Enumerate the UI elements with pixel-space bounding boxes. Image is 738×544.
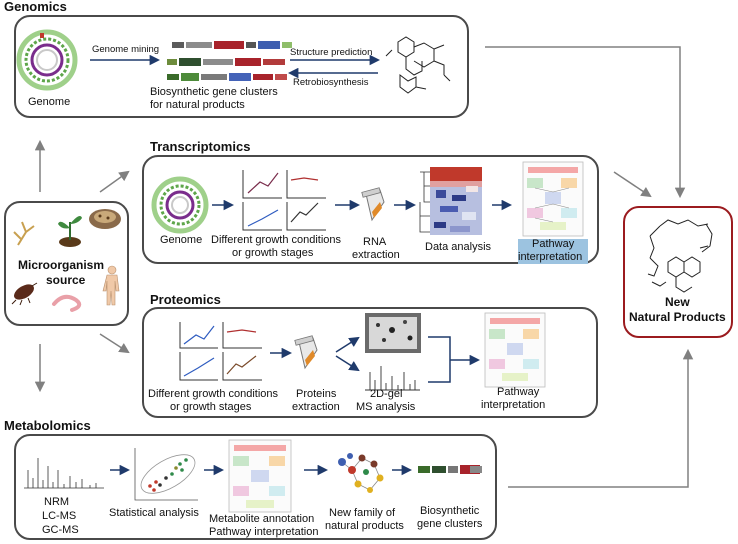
arrow-genomics-to-output	[485, 46, 686, 199]
transcriptomics-growth-line2: or growth stages	[232, 247, 314, 259]
growth-plots-icon	[242, 170, 326, 231]
source-label-line2: source	[46, 273, 86, 287]
gene-clusters-icon	[167, 41, 292, 81]
plant-seedling-icon	[58, 216, 82, 247]
new-family-label-line2: natural products	[325, 520, 404, 532]
proteomics-growth-plots-icon	[179, 322, 262, 381]
transcriptomics-genome-icon	[151, 176, 209, 234]
transcriptomics-pathway-line1: Pathway	[532, 238, 575, 250]
proteomics-growth-line2: or growth stages	[170, 401, 252, 413]
transcriptomics-genome-label: Genome	[160, 234, 203, 246]
structure-prediction-label: Structure prediction	[290, 47, 373, 58]
arrow-source-to-transcriptomics	[99, 170, 130, 193]
proteins-label-line1: Proteins	[296, 388, 337, 400]
insect-icon	[11, 282, 38, 306]
metabolomics-bgc-line2: gene clusters	[417, 518, 483, 530]
transcriptomics-growth-line1: Different growth conditions	[211, 234, 342, 246]
heatmap-icon	[419, 167, 482, 235]
rna-tube-icon	[361, 187, 385, 222]
molecular-network-icon	[338, 453, 384, 493]
annotation-label-line2: Pathway interpretation	[209, 526, 319, 538]
output-box	[623, 206, 733, 338]
source-label-line1: Microorganism	[18, 258, 105, 272]
gel-label-line2: MS analysis	[356, 401, 416, 413]
transcriptomics-title: Transcriptomics	[150, 139, 251, 154]
genome-mining-label: Genome mining	[92, 44, 160, 55]
sponge-icon	[89, 209, 121, 229]
transcriptomics-pathway-line2: interpretation	[518, 251, 583, 263]
proteomics-pathway-line1: Pathway	[497, 386, 540, 398]
pathway-highlight	[518, 239, 588, 264]
metabolomics-bgc-line1: Biosynthetic	[420, 505, 480, 517]
arrow-transcriptomics-to-output	[613, 171, 652, 198]
human-icon	[102, 265, 120, 306]
output-label-line1: New	[665, 295, 690, 309]
proteomics-title: Proteomics	[150, 292, 221, 307]
output-label-line2: Natural Products	[629, 310, 726, 324]
data-analysis-label: Data analysis	[425, 241, 492, 253]
merge-arrow-to-pathway	[428, 336, 478, 383]
proteomics-pathway-map-icon	[484, 312, 546, 388]
2d-gel-icon	[365, 313, 421, 353]
retrobiosynthesis-label: Retrobiosynthesis	[293, 77, 369, 88]
ms-spectrum-icon	[365, 366, 420, 391]
proteomics-pathway-line2: interpretation	[481, 399, 546, 411]
metabolomics-title: Metabolomics	[4, 418, 91, 433]
proteomics-growth-line1: Different growth conditions	[148, 388, 279, 400]
arrow-source-to-proteomics	[99, 333, 130, 354]
gel-label-line1: 2D-gel	[370, 388, 403, 400]
metabolomics-pathway-map-icon	[228, 439, 292, 513]
arrow-to-2d-gel	[335, 336, 360, 353]
metabolomics-gene-cluster-icon	[418, 465, 482, 474]
molecule-structure-icon	[385, 36, 451, 94]
genomics-box	[14, 15, 469, 118]
proteins-label-line2: extraction	[292, 401, 340, 413]
annotation-label-line1: Metabolite annotation	[209, 513, 315, 525]
rna-label-line2: extraction	[352, 249, 400, 261]
protein-tube-icon	[294, 335, 318, 370]
statistical-analysis-label: Statistical analysis	[109, 507, 199, 519]
natural-product-structure-icon	[647, 219, 713, 293]
new-family-label-line1: New family of	[329, 507, 396, 519]
arrow-to-ms-spectrum	[335, 355, 360, 372]
gcms-label: GC-MS	[42, 524, 79, 536]
worm-icon	[52, 294, 82, 312]
genome-label: Genome	[28, 96, 71, 108]
nrm-label: NRM	[44, 496, 70, 508]
fungi-icon	[13, 221, 35, 246]
bgc-label-line2: for natural products	[150, 99, 245, 111]
rna-label-line1: RNA	[363, 236, 387, 248]
scatter-plot-icon	[134, 448, 198, 501]
genome-circle-icon	[16, 29, 78, 91]
bgc-label-line1: Biosynthetic gene clusters	[150, 86, 278, 98]
pathway-map-icon	[522, 161, 584, 237]
arrow-metabolomics-to-output	[508, 348, 694, 488]
nmr-spectrum-icon	[24, 458, 104, 489]
lcms-label: LC-MS	[42, 510, 77, 522]
genomics-title: Genomics	[4, 0, 67, 14]
